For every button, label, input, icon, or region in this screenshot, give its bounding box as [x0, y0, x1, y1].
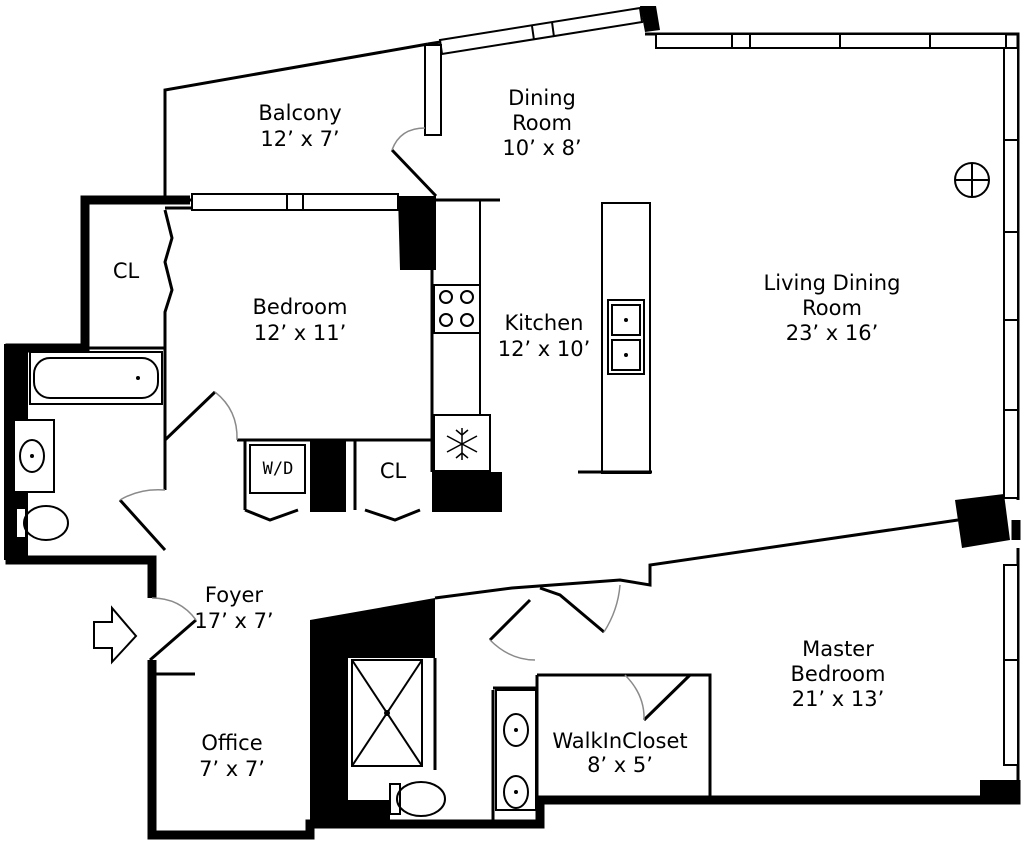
- toilet-icon: [15, 505, 69, 541]
- master-name-line1: Master: [802, 637, 874, 661]
- toilet-icon: [389, 781, 446, 817]
- cooktop-icon: [433, 284, 481, 334]
- foyer-name: Foyer: [205, 583, 264, 607]
- walkin-size: 8’ x 5’: [587, 753, 653, 777]
- office-name: Office: [201, 731, 262, 755]
- living-name-line1: Living Dining: [764, 271, 901, 295]
- floor-fixture-icon: [954, 162, 990, 198]
- double-sink-icon: [607, 299, 645, 375]
- refrigerator-icon: [446, 428, 478, 460]
- bathtub-icon: [29, 351, 163, 405]
- balcony-name: Balcony: [258, 101, 341, 125]
- foyer-size: 17’ x 7’: [194, 609, 273, 633]
- kitchen-counters: [433, 202, 652, 474]
- bedroom-size: 12’ x 11’: [254, 321, 347, 345]
- dining-size: 10’ x 8’: [502, 136, 581, 160]
- living-size: 23’ x 16’: [786, 321, 879, 345]
- kitchen-size: 12’ x 10’: [498, 337, 591, 361]
- kitchen-name: Kitchen: [505, 311, 584, 335]
- dining-name-line1: Dining: [508, 86, 576, 110]
- dining-name-line2: Room: [512, 111, 572, 135]
- shower-icon: [351, 659, 423, 767]
- bedroom-name: Bedroom: [253, 295, 348, 319]
- walkin-name: WalkInCloset: [552, 729, 687, 753]
- master-size: 21’ x 13’: [792, 687, 885, 711]
- room-labels: Balcony 12’ x 7’ Dining Room 10’ x 8’ Be…: [113, 86, 901, 781]
- living-name-line2: Room: [802, 296, 862, 320]
- door-swings: [119, 127, 645, 721]
- closet-label-mid: CL: [380, 459, 407, 483]
- balcony-size: 12’ x 7’: [260, 127, 339, 151]
- master-name-line2: Bedroom: [791, 662, 886, 686]
- washer-dryer-label: W/D: [263, 459, 294, 479]
- windows: [191, 6, 1019, 766]
- sink-icon: [13, 419, 55, 493]
- office-size: 7’ x 7’: [199, 757, 265, 781]
- entry-arrow-icon: [93, 605, 138, 665]
- sink-icon: [495, 689, 537, 811]
- closet-label-top: CL: [113, 259, 140, 283]
